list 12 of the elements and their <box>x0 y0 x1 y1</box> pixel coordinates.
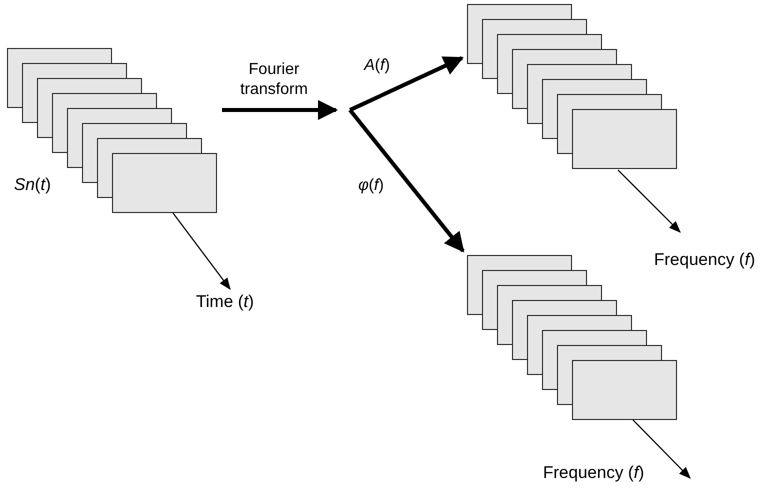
edge-label: Fourier transform <box>239 60 309 100</box>
edge-label: A(f) <box>362 56 391 76</box>
frame-stack-drawing <box>7 48 217 213</box>
axis-label: Time (t) <box>196 291 254 313</box>
axis-label: Frequency (f) <box>654 249 756 271</box>
arrow <box>349 56 464 112</box>
frame-stack-drawing <box>467 4 677 169</box>
arrow <box>348 108 465 253</box>
signal-label: Sn(t) <box>14 174 51 196</box>
edge-label: φ(f) <box>357 176 385 196</box>
arrow <box>222 100 338 120</box>
axis-label: Frequency (f) <box>543 462 644 484</box>
